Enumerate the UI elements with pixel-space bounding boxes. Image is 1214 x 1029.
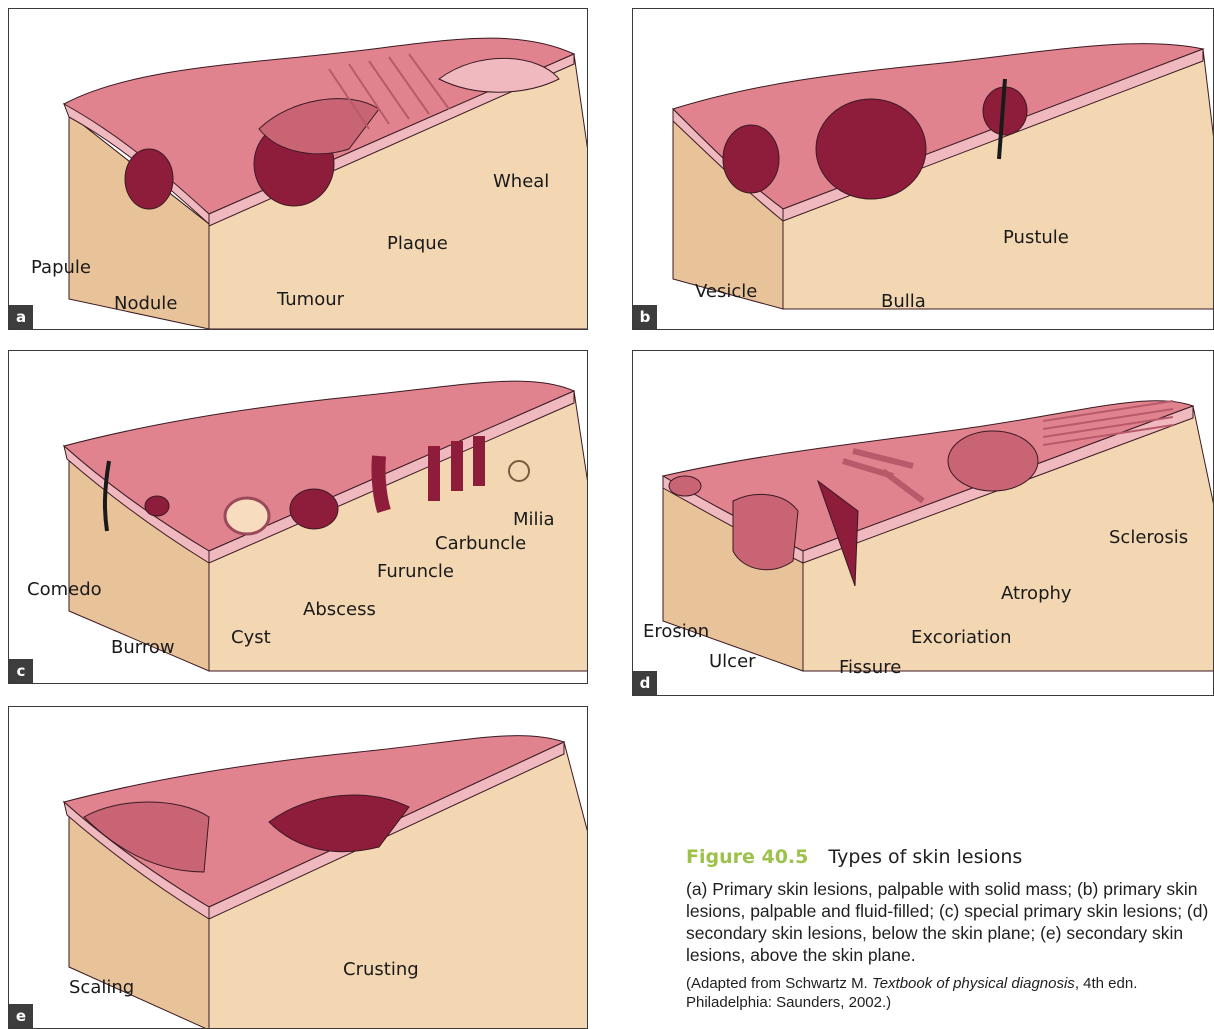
label-sclerosis: Sclerosis [1109, 527, 1188, 548]
label-atrophy: Atrophy [1001, 583, 1072, 604]
figure-number: Figure 40.5 [686, 846, 808, 868]
label-wheal: Wheal [493, 171, 549, 192]
label-excoriation: Excoriation [911, 627, 1012, 648]
label-milia: Milia [513, 509, 555, 530]
label-erosion: Erosion [643, 621, 709, 642]
ulcer-crater [733, 494, 798, 569]
panel-e-secondary-above-plane: Scaling Crusting e [8, 706, 588, 1029]
panel-letter-d: d [633, 671, 657, 695]
bulla-fluid [816, 99, 926, 199]
abscess-pocket [290, 489, 338, 529]
panel-d-secondary-below-plane: Erosion Ulcer Fissure Excoriation Atroph… [632, 350, 1214, 696]
burrow-tunnel [145, 496, 169, 516]
erosion-area [669, 476, 701, 496]
label-scaling: Scaling [69, 977, 134, 998]
panel-b-fluid-lesions: Vesicle Bulla Pustule b [632, 8, 1214, 330]
caption-source: (Adapted from Schwartz M. Textbook of ph… [686, 974, 1214, 1012]
skin-block-illustration-a [9, 9, 588, 330]
label-carbuncle: Carbuncle [435, 533, 526, 554]
furuncle-follicle [378, 456, 384, 511]
figure-caption: Figure 40.5 Types of skin lesions (a) Pr… [686, 846, 1214, 1012]
cyst-sac [225, 498, 269, 534]
label-comedo: Comedo [27, 579, 102, 600]
label-burrow: Burrow [111, 637, 175, 658]
label-crusting: Crusting [343, 959, 419, 980]
panel-letter-b: b [633, 305, 657, 329]
label-plaque: Plaque [387, 233, 448, 254]
caption-heading: Figure 40.5 Types of skin lesions [686, 846, 1214, 868]
label-ulcer: Ulcer [709, 651, 756, 672]
panel-letter-e: e [9, 1004, 33, 1028]
label-fissure: Fissure [839, 657, 901, 678]
source-book-title: Textbook of physical diagnosis [872, 975, 1075, 992]
skin-block-illustration-c [9, 351, 588, 684]
label-nodule: Nodule [114, 293, 177, 314]
figure-title: Types of skin lesions [828, 846, 1022, 868]
label-pustule: Pustule [1003, 227, 1069, 248]
label-cyst: Cyst [231, 627, 271, 648]
panel-letter-c: c [9, 659, 33, 683]
vesicle-fluid [723, 125, 779, 193]
label-vesicle: Vesicle [695, 281, 757, 302]
papule-nodule-mass [125, 149, 173, 209]
atrophy-patch [948, 431, 1038, 491]
label-papule: Papule [31, 257, 91, 278]
label-bulla: Bulla [881, 291, 926, 312]
panel-letter-a: a [9, 305, 33, 329]
caption-body: (a) Primary skin lesions, palpable with … [686, 878, 1214, 966]
source-prefix: (Adapted from Schwartz M. [686, 975, 872, 992]
label-furuncle: Furuncle [377, 561, 454, 582]
panel-a-solid-lesions: Papule Nodule Tumour Plaque Wheal a [8, 8, 588, 330]
label-abscess: Abscess [303, 599, 376, 620]
label-tumour: Tumour [277, 289, 344, 310]
panel-c-special-lesions: Comedo Burrow Cyst Abscess Furuncle Carb… [8, 350, 588, 684]
